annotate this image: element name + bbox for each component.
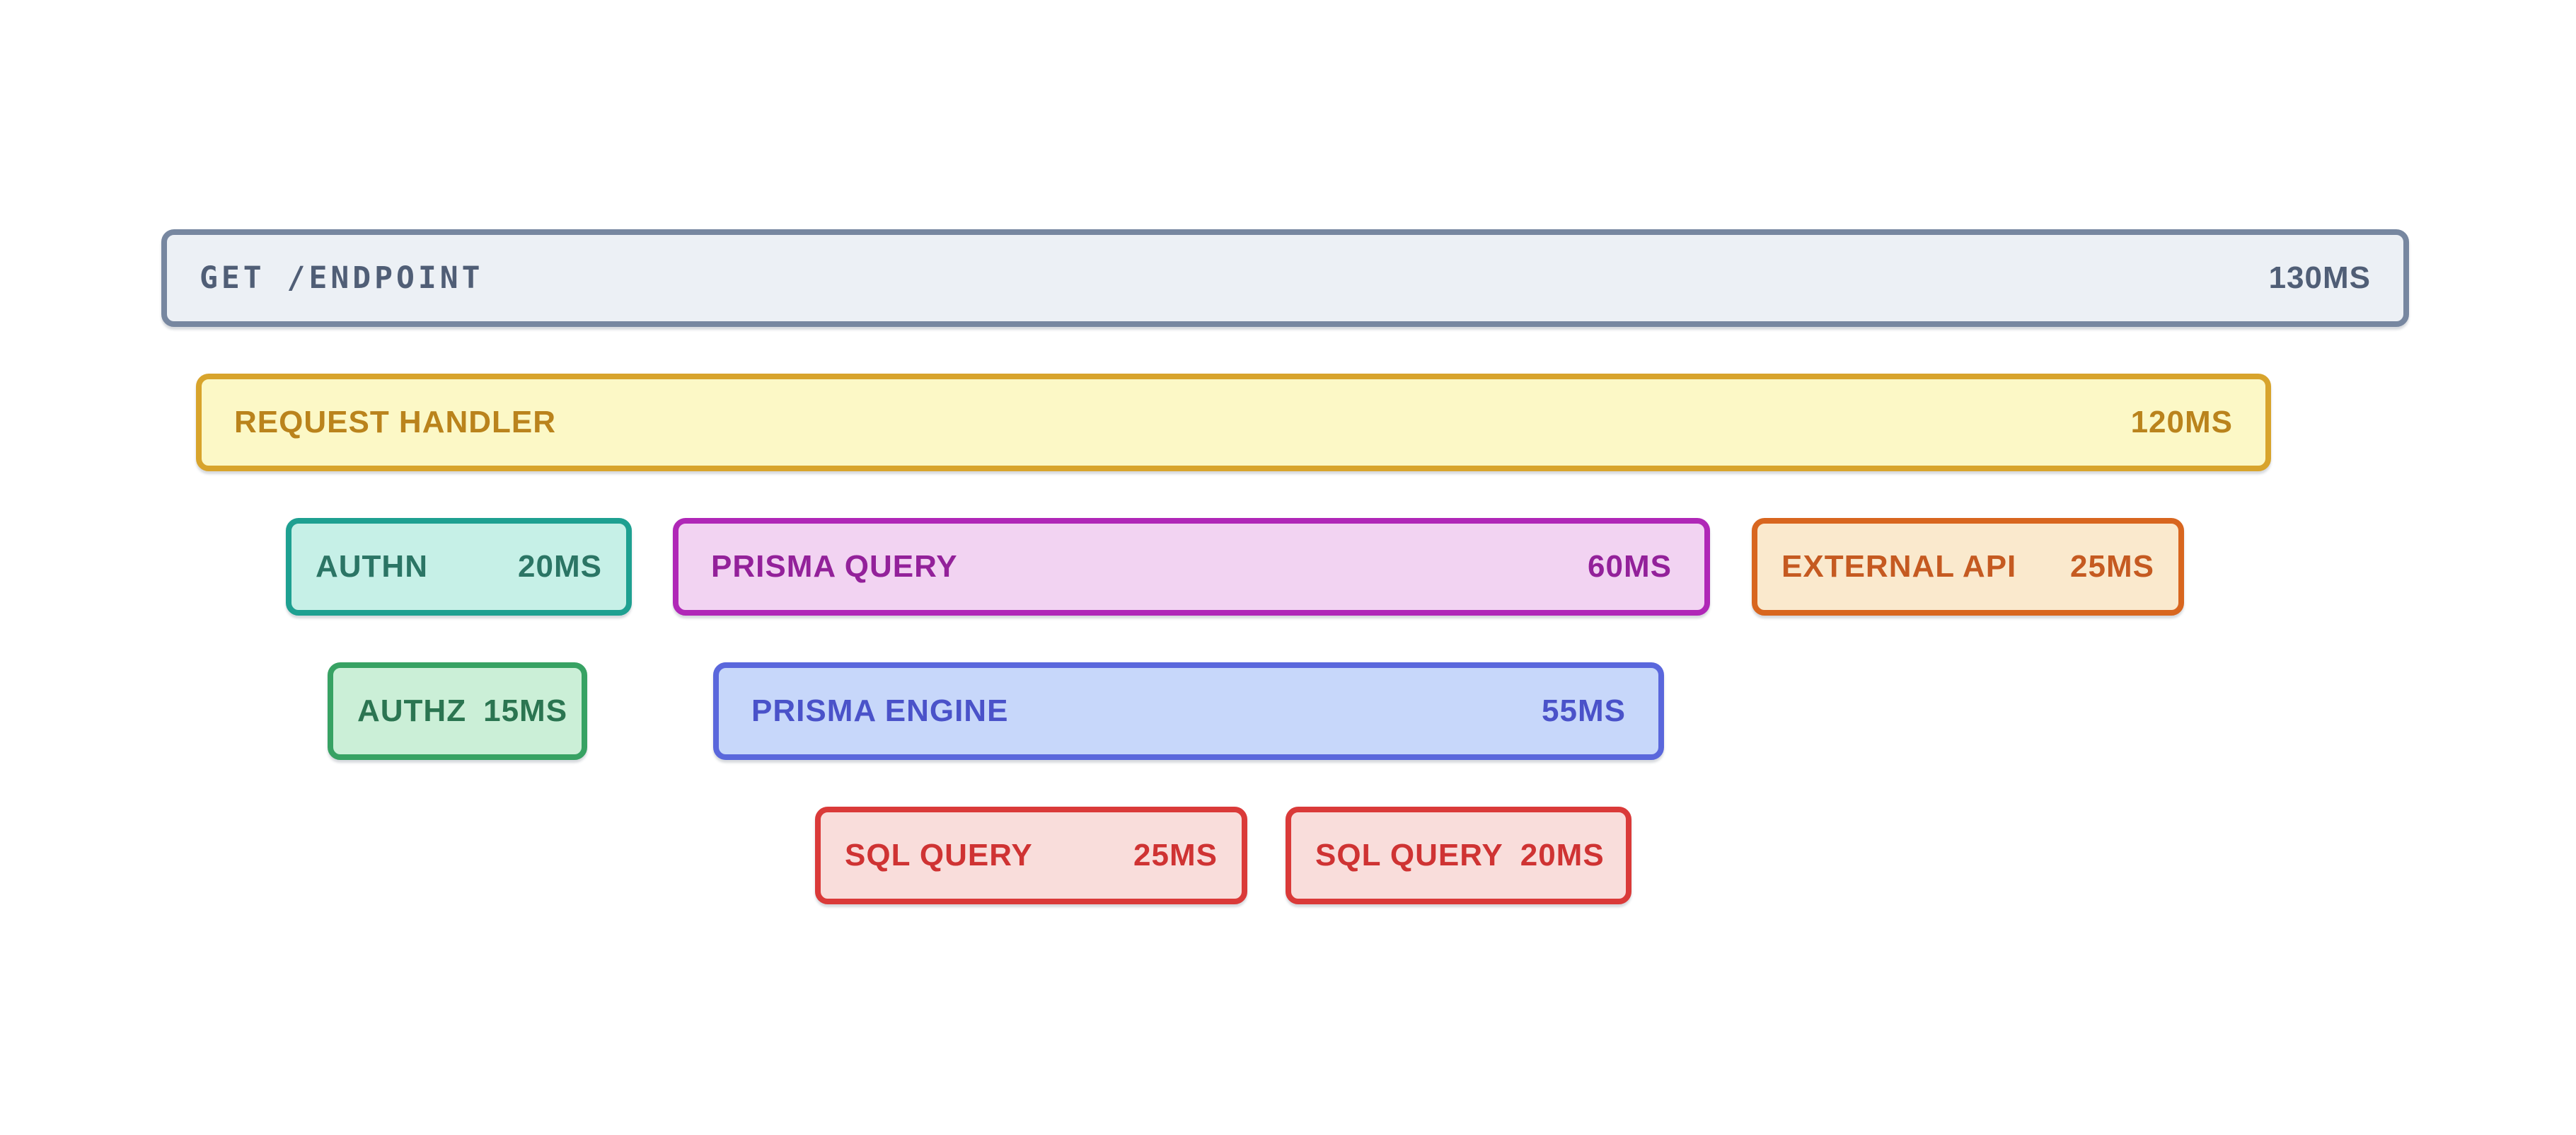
span-label: EXTERNAL API [1781,549,2017,584]
span-authn: AUTHN 20MS [286,518,632,616]
span-duration: 130MS [2268,260,2371,295]
span-duration: 25MS [2070,549,2154,584]
span-label: GET /ENDPOINT [200,260,484,296]
span-label: SQL QUERY [1315,838,1503,872]
span-duration: 60MS [1588,549,1672,584]
span-get-endpoint: GET /ENDPOINT 130MS [161,229,2409,327]
span-duration: 25MS [1133,838,1218,872]
span-label: AUTHN [316,549,428,584]
span-label: REQUEST HANDLER [234,405,557,439]
span-prisma-query: PRISMA QUERY 60MS [673,518,1710,616]
span-external-api: EXTERNAL API 25MS [1752,518,2184,616]
span-prisma-engine: PRISMA ENGINE 55MS [713,662,1664,760]
span-label: PRISMA QUERY [711,549,958,584]
span-duration: 55MS [1542,693,1626,728]
span-duration: 20MS [518,549,602,584]
span-request-handler: REQUEST HANDLER 120MS [196,374,2271,471]
span-authz: AUTHZ 15MS [328,662,587,760]
span-duration: 15MS [483,693,568,728]
span-duration: 20MS [1520,838,1605,872]
span-sql-query-1: SQL QUERY 25MS [815,807,1247,904]
span-label: AUTHZ [357,693,467,728]
span-label: SQL QUERY [845,838,1033,872]
span-label: PRISMA ENGINE [751,693,1009,728]
span-sql-query-2: SQL QUERY 20MS [1286,807,1631,904]
span-duration: 120MS [2130,405,2233,439]
